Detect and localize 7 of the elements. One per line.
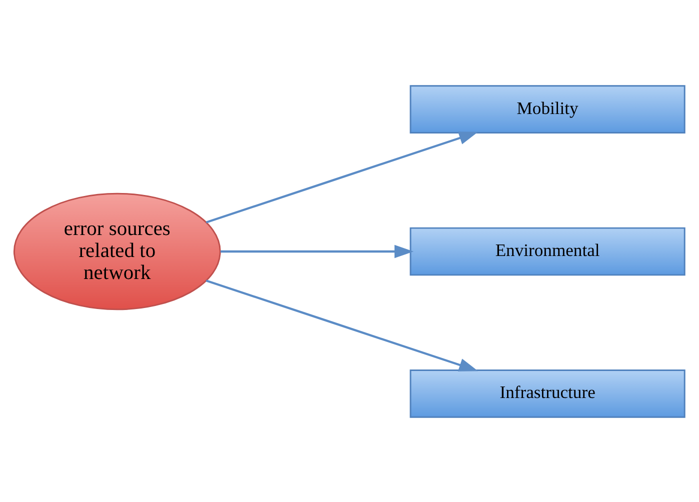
node-box: Infrastructure: [410, 369, 686, 418]
node-ellipse: error sources related to network: [13, 192, 221, 310]
arrow: [206, 279, 478, 371]
node-box: Environmental: [410, 226, 686, 276]
arrow: [206, 131, 478, 223]
arrow: [220, 244, 414, 258]
node-box: Mobility: [410, 84, 686, 133]
